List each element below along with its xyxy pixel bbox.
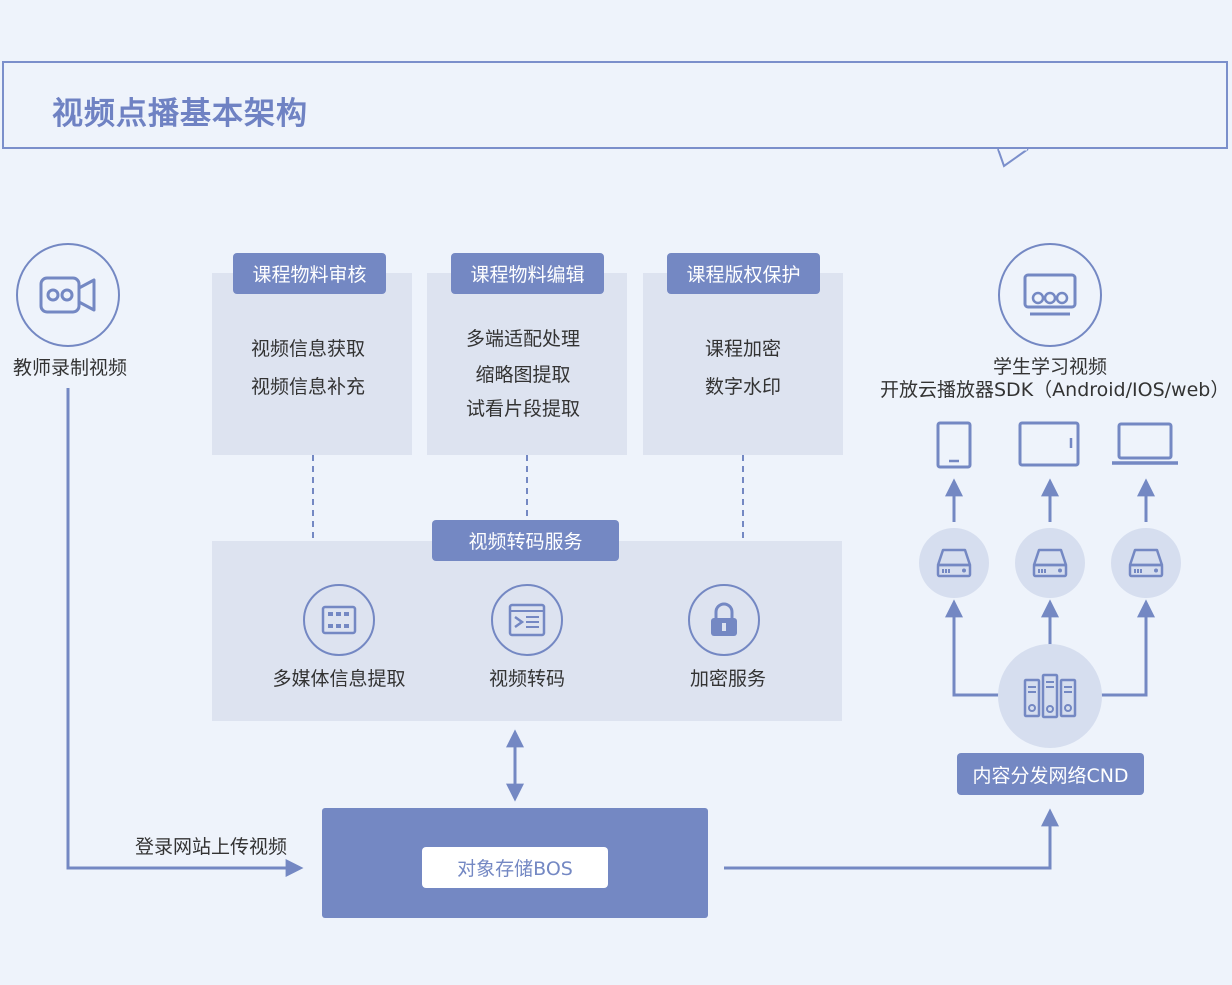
transcode-item-label: 多媒体信息提取	[272, 668, 406, 690]
teacher-circle	[16, 243, 120, 347]
module-line: 课程加密	[704, 338, 781, 360]
edge-node-circle	[1111, 528, 1181, 598]
module-tag-edit: 课程物料编辑	[451, 253, 604, 294]
cdn-server-circle	[998, 644, 1102, 748]
video-camera-icon	[39, 276, 96, 314]
module-panel-copyright	[643, 273, 843, 455]
lock-icon	[711, 602, 737, 636]
media-info-circle	[303, 584, 375, 656]
transcode-tag: 视频转码服务	[432, 520, 619, 561]
module-line: 试看片段提取	[465, 398, 580, 420]
hard-drive-icon	[1032, 548, 1068, 578]
tablet-icon	[1018, 421, 1080, 467]
edge-node-circle	[919, 528, 989, 598]
edge-node-circle	[1015, 528, 1085, 598]
module-tag-review: 课程物料审核	[233, 253, 386, 294]
bos-label: 对象存储BOS	[422, 847, 608, 888]
transcode-item-label: 视频转码	[488, 668, 565, 690]
transcode-item-label: 加密服务	[689, 668, 766, 690]
upload-label: 登录网站上传视频	[135, 836, 288, 858]
cdn-label: 内容分发网络CND	[957, 753, 1144, 795]
module-line: 缩略图提取	[475, 364, 571, 386]
classroom-icon	[1023, 273, 1077, 316]
transcode-circle	[491, 584, 563, 656]
laptop-icon	[1112, 422, 1178, 465]
module-line: 数字水印	[704, 376, 781, 398]
server-rack-icon	[1023, 673, 1077, 719]
student-label: 学生学习视频	[992, 356, 1107, 378]
encrypt-circle	[688, 584, 760, 656]
transcode-window-icon	[508, 603, 546, 637]
module-line: 视频信息补充	[250, 376, 365, 398]
module-panel-review	[212, 273, 412, 455]
student-circle	[998, 243, 1102, 347]
sdk-label: 开放云播放器SDK（Android/IOS/web）	[880, 379, 1230, 401]
film-strip-icon	[321, 605, 357, 635]
title-box	[2, 61, 1228, 149]
module-line: 视频信息获取	[250, 338, 365, 360]
hard-drive-icon	[1128, 548, 1164, 578]
module-line: 多端适配处理	[465, 328, 580, 350]
hard-drive-icon	[936, 548, 972, 578]
module-panel-edit	[427, 273, 627, 455]
module-tag-copyright: 课程版权保护	[667, 253, 820, 294]
page-title: 视频点播基本架构	[52, 96, 308, 132]
phone-icon	[936, 421, 972, 469]
teacher-label: 教师录制视频	[13, 357, 128, 379]
